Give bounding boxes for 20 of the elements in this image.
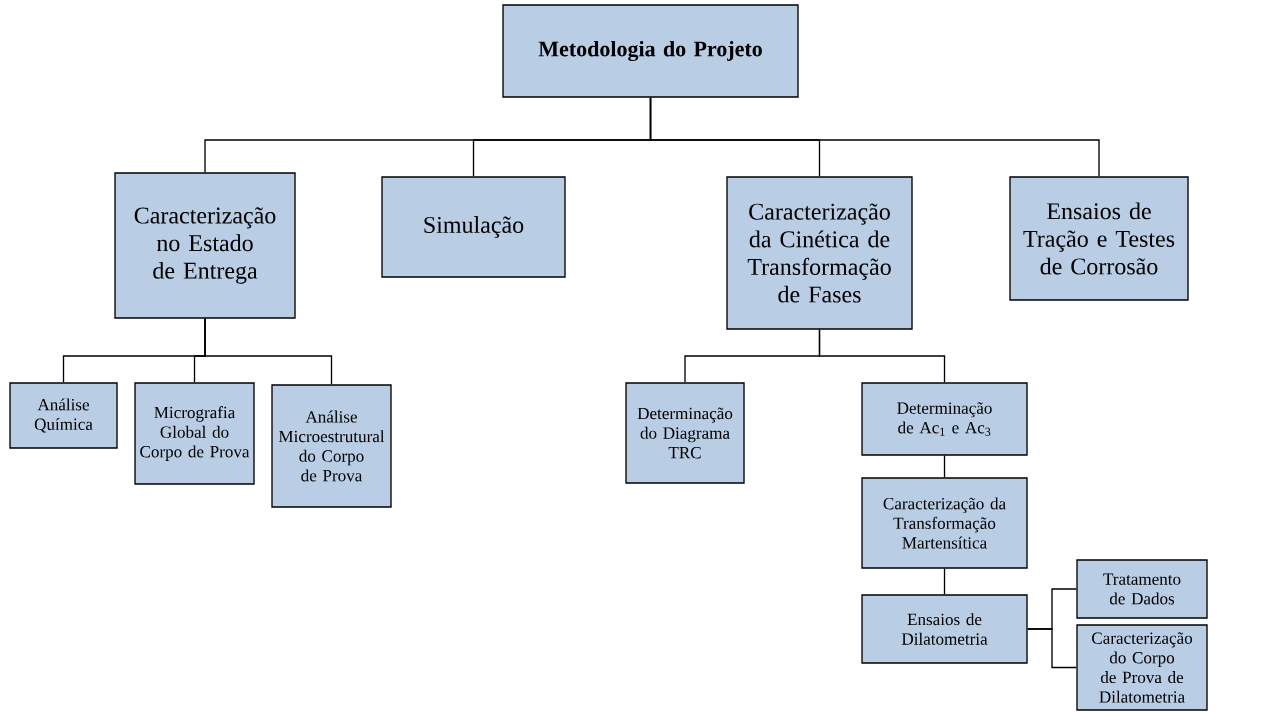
process-box: Simulação (381, 176, 566, 278)
connector-line (943, 455, 946, 478)
connector-line (943, 568, 946, 595)
process-box: Ensaios de Tração e Testes de Corrosão (1009, 176, 1189, 301)
process-box: Caracterização do Corpo de Prova de Dilatometria (1076, 624, 1208, 711)
process-box: Micrografia Global do Corpo de Prova (134, 382, 255, 485)
process-box: Metodologia do Projeto (502, 4, 799, 98)
connector-line (649, 97, 1100, 177)
process-box: Análise Microestrutural do Corpo de Prova (271, 384, 392, 508)
connector-line (204, 318, 333, 385)
process-box: Caracterização da Transformação Martensítica (861, 477, 1028, 569)
process-box: Determinação de Ac$_{1}$ e Ac$_{3}$ (861, 382, 1028, 456)
process-box: Ensaios de Dilatometria (861, 594, 1028, 664)
process-box: Caracterização da Cinética de Transformação de Fases (726, 176, 913, 330)
process-box: Caracterização no Estado de Entrega (114, 172, 296, 319)
connector-line (818, 329, 946, 383)
connector-line (1027, 628, 1077, 669)
process-box: Tratamento de Dados (1076, 559, 1208, 619)
process-box: Determinação do Diagrama TRC (625, 382, 745, 484)
process-box: Análise Química (9, 382, 118, 449)
